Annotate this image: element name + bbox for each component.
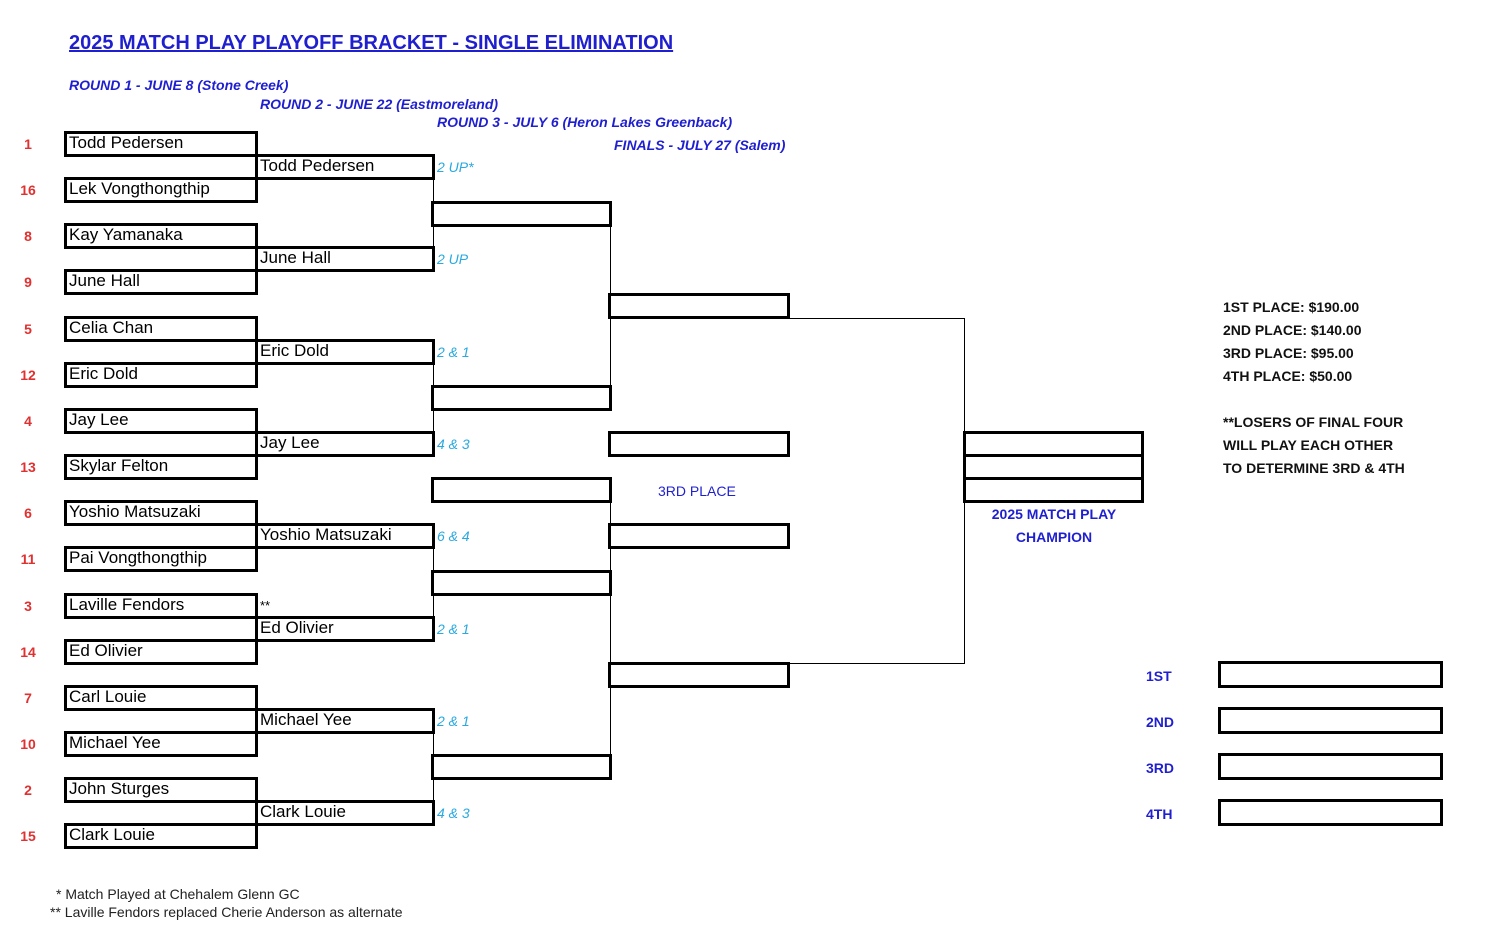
connector-line (790, 318, 965, 319)
seed-number: 5 (24, 321, 32, 337)
connector-line (433, 721, 434, 767)
round2-player-slot[interactable]: Jay Lee (255, 431, 435, 457)
semifinal-empty-slot[interactable] (608, 293, 790, 319)
round3-empty-slot[interactable] (431, 477, 612, 503)
finals-label: FINALS - JULY 27 (Salem) (614, 137, 786, 153)
round1-player-slot[interactable]: Skylar Felton (64, 454, 258, 480)
match-score: 2 & 1 (437, 713, 470, 729)
round3-empty-slot[interactable] (431, 570, 612, 596)
prize-line: 4TH PLACE: $50.00 (1223, 368, 1353, 384)
semifinal-empty-slot[interactable] (608, 662, 790, 688)
champion-slot[interactable] (963, 431, 1144, 457)
seed-number: 9 (24, 274, 32, 290)
round1-player-slot[interactable]: Celia Chan (64, 316, 258, 342)
seed-number: 14 (20, 644, 36, 660)
final-standing-slot[interactable] (1218, 753, 1443, 780)
champion-label-line1: 2025 MATCH PLAY (991, 506, 1117, 522)
round2-player-slot[interactable]: Clark Louie (255, 800, 435, 826)
match-score: 4 & 3 (437, 805, 470, 821)
match-score: 4 & 3 (437, 436, 470, 452)
footnote: ** Laville Fendors replaced Cherie Ander… (50, 904, 403, 920)
third-place-label: 3RD PLACE (658, 483, 736, 499)
final-four-note: WILL PLAY EACH OTHER (1223, 437, 1394, 453)
round1-player-slot[interactable]: Yoshio Matsuzaki (64, 500, 258, 526)
round1-player-slot[interactable]: Pai Vongthongthip (64, 546, 258, 572)
round1-player-slot[interactable]: June Hall (64, 269, 258, 295)
match-score: 2 UP (437, 251, 469, 267)
match-score: 6 & 4 (437, 528, 470, 544)
champion-slot[interactable] (963, 477, 1144, 503)
connector-line (433, 583, 434, 629)
round3-empty-slot[interactable] (431, 201, 612, 227)
round3-label: ROUND 3 - JULY 6 (Heron Lakes Greenback) (437, 114, 733, 130)
prize-line: 2ND PLACE: $140.00 (1223, 322, 1362, 338)
round1-player-slot[interactable]: Clark Louie (64, 823, 258, 849)
final-standing-slot[interactable] (1218, 799, 1443, 826)
seed-number: 13 (20, 459, 36, 475)
seed-number: 15 (20, 828, 36, 844)
round1-player-slot[interactable]: Michael Yee (64, 731, 258, 757)
connector-line (610, 214, 611, 398)
round2-label: ROUND 2 - JUNE 22 (Eastmoreland) (260, 96, 499, 112)
final-four-note: **LOSERS OF FINAL FOUR (1223, 414, 1404, 430)
seed-number: 10 (20, 736, 36, 752)
round1-player-slot[interactable]: Jay Lee (64, 408, 258, 434)
place-label: 4TH (1146, 806, 1173, 822)
seed-number: 1 (24, 136, 32, 152)
third-place-slot[interactable] (608, 431, 790, 457)
connector-line (433, 352, 434, 398)
final-standing-slot[interactable] (1218, 707, 1443, 734)
round2-player-slot[interactable]: Eric Dold (255, 339, 435, 365)
connector-line (964, 318, 965, 664)
round3-empty-slot[interactable] (431, 754, 612, 780)
footnote: * Match Played at Chehalem Glenn GC (56, 886, 300, 902)
final-four-note: TO DETERMINE 3RD & 4TH (1223, 460, 1405, 476)
connector-line (433, 536, 434, 583)
seed-number: 6 (24, 505, 32, 521)
page-title: 2025 MATCH PLAY PLAYOFF BRACKET - SINGLE… (69, 32, 674, 54)
alternate-mark: ** (260, 598, 271, 613)
match-score: 2 & 1 (437, 621, 470, 637)
final-standing-slot[interactable] (1218, 661, 1443, 688)
round1-player-slot[interactable]: Carl Louie (64, 685, 258, 711)
round2-player-slot[interactable]: Ed Olivier (255, 616, 435, 642)
match-score: 2 UP* (437, 159, 474, 175)
round2-player-slot[interactable]: Todd Pedersen (255, 154, 435, 180)
place-label: 3RD (1146, 760, 1175, 776)
round1-player-slot[interactable]: Laville Fendors (64, 593, 258, 619)
prize-line: 3RD PLACE: $95.00 (1223, 345, 1354, 361)
seed-number: 3 (24, 598, 32, 614)
connector-line (610, 490, 611, 767)
connector-line (433, 214, 434, 259)
round1-player-slot[interactable]: John Sturges (64, 777, 258, 803)
round1-player-slot[interactable]: Eric Dold (64, 362, 258, 388)
connector-line (433, 767, 434, 813)
round1-label: ROUND 1 - JUNE 8 (Stone Creek) (69, 77, 289, 93)
match-score: 2 & 1 (437, 344, 470, 360)
connector-line (433, 167, 434, 214)
seed-number: 16 (20, 182, 36, 198)
seed-number: 11 (20, 551, 36, 567)
round1-player-slot[interactable]: Todd Pedersen (64, 131, 258, 157)
round3-empty-slot[interactable] (431, 385, 612, 411)
champion-label-line2: CHAMPION (1015, 529, 1093, 545)
round2-player-slot[interactable]: Michael Yee (255, 708, 435, 734)
prize-line: 1ST PLACE: $190.00 (1223, 299, 1360, 315)
round2-player-slot[interactable]: Yoshio Matsuzaki (255, 523, 435, 549)
seed-number: 7 (24, 690, 32, 706)
connector-line (433, 398, 434, 444)
seed-number: 4 (24, 413, 32, 429)
round1-player-slot[interactable]: Ed Olivier (64, 639, 258, 665)
seed-number: 2 (24, 782, 32, 798)
round1-player-slot[interactable]: Kay Yamanaka (64, 223, 258, 249)
round2-player-slot[interactable]: June Hall (255, 246, 435, 272)
seed-number: 8 (24, 228, 32, 244)
round1-player-slot[interactable]: Lek Vongthongthip (64, 177, 258, 203)
place-label: 2ND (1146, 714, 1175, 730)
seed-number: 12 (20, 367, 36, 383)
place-label: 1ST (1146, 668, 1172, 684)
connector-line (790, 663, 965, 664)
third-place-slot[interactable] (608, 523, 790, 549)
